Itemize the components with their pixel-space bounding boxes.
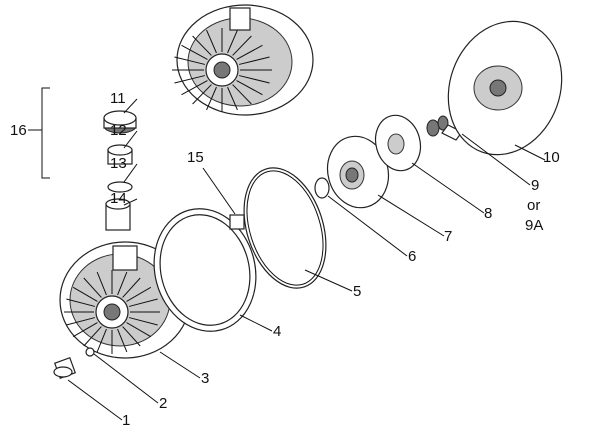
o-ring-2: [85, 347, 95, 357]
o-ring-6: [314, 177, 330, 199]
cooling-fin: [72, 286, 98, 302]
label-11: 11: [110, 90, 126, 107]
cooling-fin: [239, 75, 270, 84]
cooling-fin: [232, 35, 252, 56]
label-9: 9: [531, 177, 540, 194]
fittings-11-14: [103, 110, 137, 231]
cooling-fin: [83, 326, 102, 347]
label-5: 5: [353, 283, 362, 300]
label-14: 14: [110, 190, 127, 207]
cooling-fin: [206, 29, 217, 54]
cooling-fin: [122, 277, 141, 298]
cooling-fin: [227, 86, 238, 111]
cooling-fin: [206, 86, 217, 111]
cooling-fin: [128, 317, 158, 326]
cooling-fin: [236, 80, 263, 96]
cooling-fin: [96, 328, 107, 353]
label-15: 15: [187, 149, 204, 166]
cooling-fin: [122, 326, 141, 347]
label-10: 10: [543, 149, 560, 166]
drain-plug-1: [53, 356, 77, 380]
pump-housing-top: [172, 4, 314, 116]
diffuser-7: [326, 135, 390, 209]
cooling-fin: [83, 277, 102, 298]
cooling-fin: [192, 84, 212, 105]
cooling-fin: [174, 75, 205, 84]
label-4: 4: [273, 323, 282, 340]
label-16: 16: [10, 122, 27, 139]
cooling-fin: [181, 44, 208, 60]
label-1: 1: [122, 412, 131, 429]
cooling-fin: [236, 44, 263, 60]
cooling-fin: [96, 271, 107, 296]
cooling-fin: [128, 298, 158, 307]
cooling-fin: [126, 322, 152, 338]
cooling-fin: [174, 56, 205, 65]
cooling-fin: [72, 322, 98, 338]
clamp-4: [153, 208, 257, 332]
cooling-fin: [232, 84, 252, 105]
seal-plate-10: [447, 20, 563, 156]
cooling-fin: [192, 35, 212, 56]
label-12: 12: [110, 122, 127, 139]
label-8: 8: [484, 205, 493, 222]
cooling-fin: [227, 29, 238, 54]
cooling-fin: [239, 56, 270, 65]
cooling-fin: [66, 298, 96, 307]
leader-lines: [67, 98, 546, 421]
impeller-8: [374, 114, 422, 172]
cooling-fin: [126, 286, 152, 302]
cooling-fin: [117, 271, 128, 296]
seal-9: [426, 115, 463, 141]
label-13: 13: [110, 155, 127, 172]
cooling-fin: [66, 317, 96, 326]
label-3: 3: [201, 370, 210, 387]
cooling-fin: [181, 80, 208, 96]
label-2: 2: [159, 395, 168, 412]
o-ring-5: [243, 167, 327, 289]
cooling-fin: [117, 328, 128, 353]
label-9-or: or: [527, 197, 541, 214]
label-6: 6: [408, 248, 417, 265]
label-7: 7: [444, 228, 453, 245]
label-9a: 9A: [525, 217, 544, 234]
